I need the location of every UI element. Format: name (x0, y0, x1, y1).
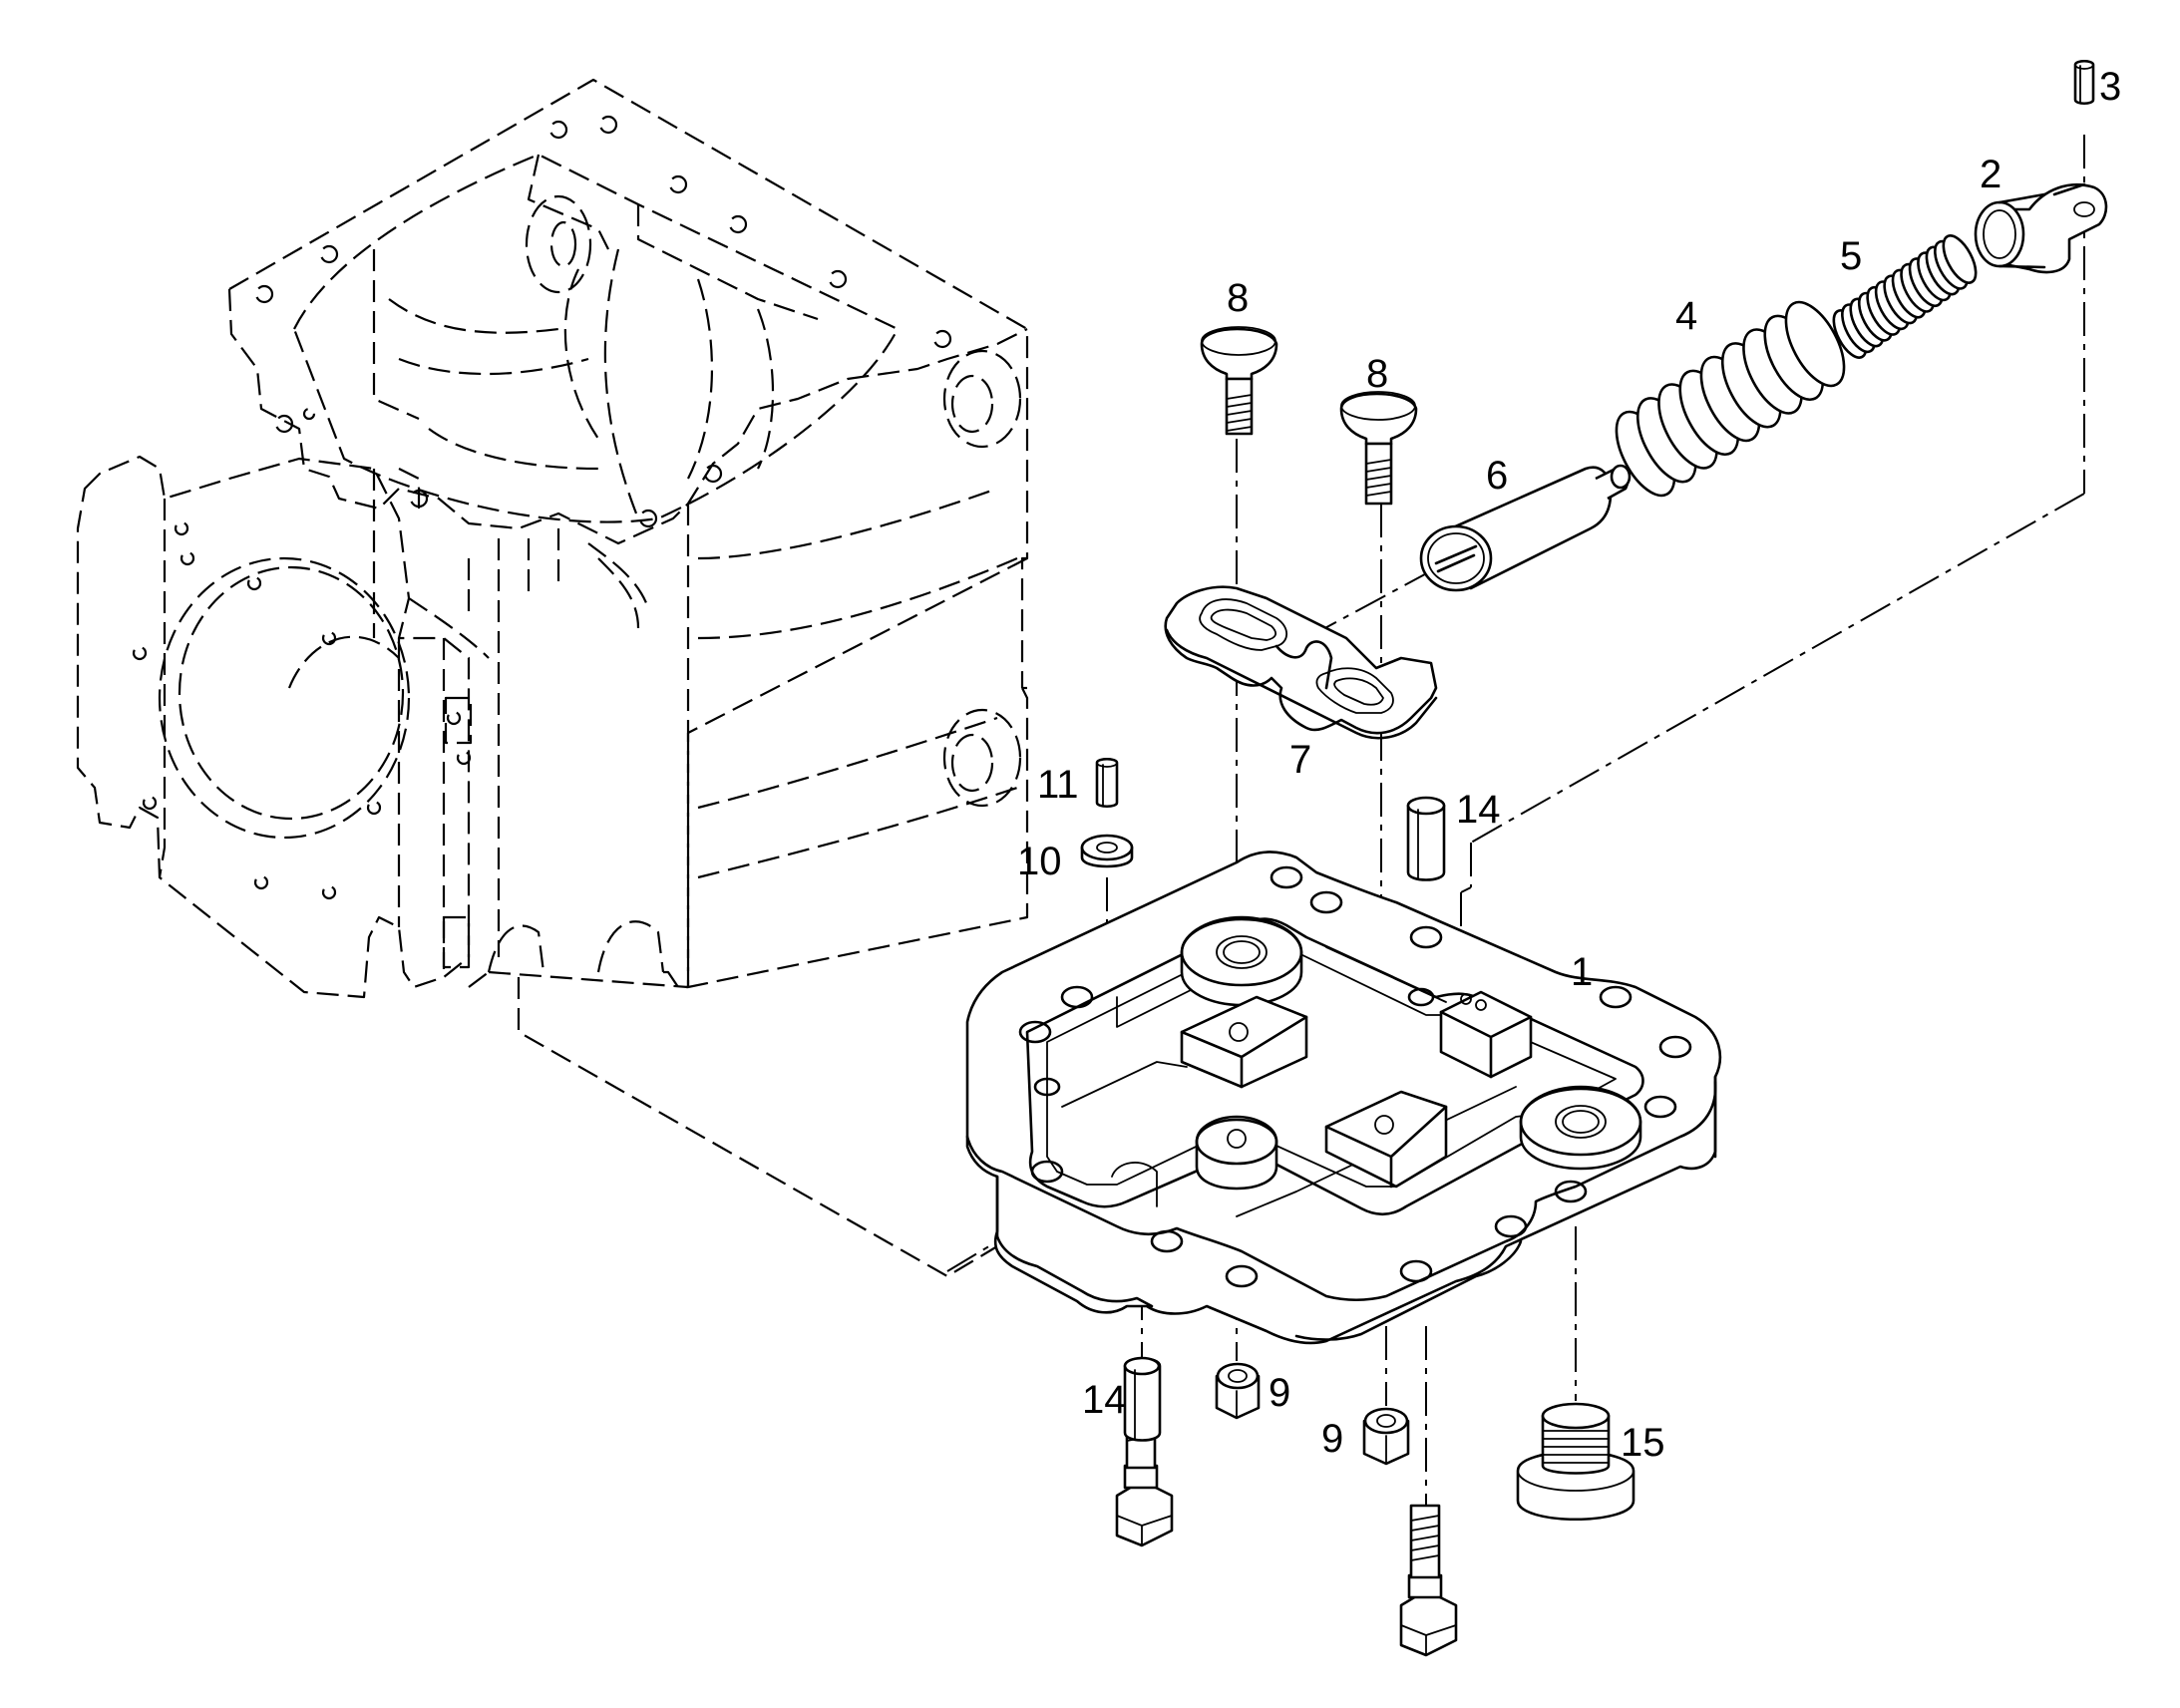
callout-5: 5 (1840, 234, 1862, 278)
bolt-left-part (1200, 326, 1278, 436)
washer-part (1080, 834, 1134, 868)
callout-2: 2 (1980, 153, 2001, 196)
inner-spring-part (1832, 234, 1978, 359)
spring-coil (1942, 234, 1978, 284)
callout-8-left: 8 (1227, 276, 1249, 320)
callout-1: 1 (1571, 950, 1593, 994)
callout-6: 6 (1486, 454, 1508, 498)
small-pin-part (1095, 757, 1119, 809)
sleeve-pin-part (2073, 59, 2095, 106)
valve-sleeve-part (1974, 182, 2108, 274)
dowel-sleeve-bottom-part (1123, 1356, 1162, 1442)
callout-9-right: 9 (1321, 1417, 1343, 1461)
callout-14-bottom: 14 (1082, 1378, 1127, 1422)
outer-spring-part (1615, 300, 1846, 498)
callout-10: 10 (1017, 840, 1062, 883)
callout-15: 15 (1621, 1421, 1665, 1465)
valve-piston-part (1419, 464, 1632, 592)
callout-4: 4 (1675, 294, 1697, 338)
nut-left-part (1215, 1362, 1261, 1420)
drain-plug-part (1516, 1402, 1635, 1521)
nut-right-part (1362, 1407, 1410, 1466)
callout-8-right: 8 (1366, 352, 1388, 396)
callout-7: 7 (1289, 738, 1311, 782)
callout-3: 3 (2099, 65, 2121, 109)
callout-labels: 1 2 3 4 5 6 7 8 8 9 9 10 11 14 14 15 (1017, 65, 2121, 1465)
transmission-housing (76, 78, 1029, 1278)
spring-coil (1784, 300, 1846, 388)
callout-11: 11 (1037, 763, 1079, 807)
dowel-sleeve-top-part (1406, 796, 1446, 881)
callout-14-top: 14 (1456, 788, 1501, 832)
cover-plate (965, 851, 1722, 1345)
hex-bolt-right (1399, 1504, 1458, 1657)
retaining-plate-part (1164, 585, 1438, 740)
callout-9-left: 9 (1269, 1371, 1290, 1415)
bolt-right-part (1339, 391, 1418, 506)
